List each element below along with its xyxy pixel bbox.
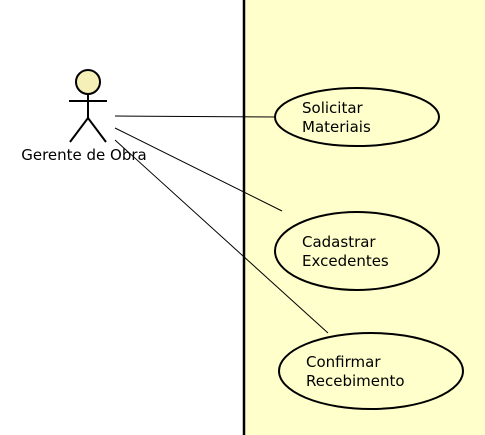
actor-gerente-de-obra[interactable] [69, 69, 107, 143]
use-case-label-line2: Recebimento [306, 372, 405, 390]
use-case-ellipse [274, 211, 440, 291]
use-case-label-line1: Confirmar [306, 353, 381, 371]
actor-right-leg [87, 117, 107, 143]
use-case-label-line2: Excedentes [302, 252, 389, 270]
actor-head [75, 69, 101, 95]
use-case-label-line1: Solicitar [302, 99, 364, 117]
use-case-label-line2: Materiais [302, 118, 371, 136]
use-case-ellipse [278, 332, 464, 410]
association-confirmar-recebimento [114, 139, 329, 334]
actor-left-leg [69, 117, 89, 143]
association-solicitar-materiais [114, 115, 281, 118]
use-case-solicitar-materiais[interactable]: Solicitar Materiais [274, 87, 440, 147]
use-case-confirmar-recebimento[interactable]: Confirmar Recebimento [278, 332, 464, 410]
use-case-label-line1: Cadastrar [302, 233, 376, 251]
use-case-cadastrar-excedentes[interactable]: Cadastrar Excedentes [274, 211, 440, 291]
actor-name-label: Gerente de Obra [21, 146, 147, 164]
association-cadastrar-excedentes [114, 127, 283, 212]
use-case-ellipse [274, 87, 440, 147]
associations [114, 115, 329, 334]
